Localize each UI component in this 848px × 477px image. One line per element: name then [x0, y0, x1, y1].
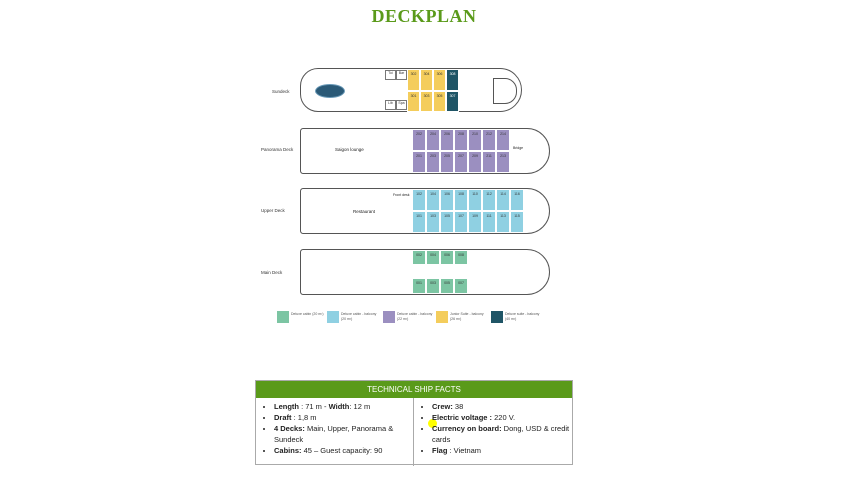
facts-right-column: Crew: 38 Electric voltage : 220 V. Curre… — [414, 401, 570, 456]
cabin-303: 303 — [420, 91, 433, 112]
fact-draft: Draft : 1,8 m — [274, 412, 413, 423]
cabin-211: 211 — [482, 151, 496, 173]
fact-crew: Crew: 38 — [432, 401, 570, 412]
cabin-113: 113 — [496, 211, 510, 233]
deck-plan: Sundeck Panorama Deck Saigon lounge Brid… — [255, 60, 575, 335]
deck-label-sundeck: Sundeck — [272, 89, 290, 94]
facts-heading: TECHNICAL SHIP FACTS — [256, 381, 572, 398]
cabin-202: 202 — [412, 129, 426, 151]
deck-label-panorama: Panorama Deck — [261, 147, 294, 152]
cabin-116: 116 — [510, 189, 524, 211]
cabin-306: 306 — [433, 69, 446, 91]
cabin-101: 101 — [412, 211, 426, 233]
cabin-109: 109 — [468, 211, 482, 233]
cabin-205: 205 — [440, 151, 454, 173]
cabin-108: 108 — [454, 189, 468, 211]
legend-label-3: Junior Suite - balcony (26 m²) — [450, 312, 484, 321]
fact-flag: Flag : Vietnam — [432, 445, 570, 456]
cabin-213: 213 — [496, 151, 510, 173]
sundeck-bow — [493, 78, 517, 104]
legend-swatch-2 — [383, 311, 395, 323]
legend-label-0: Deluxe cabin (20 m²) — [291, 312, 324, 316]
pool-icon — [315, 84, 345, 98]
cabin-103: 103 — [426, 211, 440, 233]
cabin-206: 206 — [440, 129, 454, 151]
legend-label-4: Deluxe suite - balcony (40 m²) — [505, 312, 540, 321]
facts-left-column: Length : 71 m - Width: 12 m Draft : 1,8 … — [256, 401, 413, 456]
cabin-111: 111 — [482, 211, 496, 233]
sundeck-room-spa: Spa — [396, 100, 407, 110]
cabin-107: 107 — [454, 211, 468, 233]
cabin-209: 209 — [468, 151, 482, 173]
cabin-112: 112 — [482, 189, 496, 211]
fact-length: Length : 71 m - Width: 12 m — [274, 401, 413, 412]
cabin-210: 210 — [468, 129, 482, 151]
cabin-203: 203 — [426, 151, 440, 173]
cabin-114: 114 — [496, 189, 510, 211]
sundeck-room-bar: Bar — [396, 70, 407, 80]
cabin-102: 102 — [412, 189, 426, 211]
cabin-001: 001 — [412, 278, 426, 294]
cabin-307: 307 — [446, 91, 459, 112]
cabin-208: 208 — [454, 129, 468, 151]
cabin-201: 201 — [412, 151, 426, 173]
cabin-002: 002 — [412, 250, 426, 265]
facts-divider — [413, 398, 414, 466]
cabin-003: 003 — [426, 278, 440, 294]
front-desk-label: Front desk — [393, 193, 410, 197]
cabin-004: 004 — [426, 250, 440, 265]
cabin-115: 115 — [510, 211, 524, 233]
cabin-105: 105 — [440, 211, 454, 233]
cabin-302: 302 — [407, 69, 420, 91]
cabin-214: 214 — [496, 129, 510, 151]
cabin-106: 106 — [440, 189, 454, 211]
cabin-110: 110 — [468, 189, 482, 211]
cabin-005: 005 — [440, 278, 454, 294]
legend-swatch-4 — [491, 311, 503, 323]
fact-currency: Currency on board: Dong, USD & credit ca… — [432, 423, 570, 445]
cabin-104: 104 — [426, 189, 440, 211]
legend-label-1: Deluxe cabin - balcony (20 m²) — [341, 312, 377, 321]
fact-voltage: Electric voltage : 220 V. — [432, 412, 570, 423]
fact-cabins: Cabins: 45 – Guest capacity: 90 — [274, 445, 413, 456]
legend-swatch-0 — [277, 311, 289, 323]
fact-decks: 4 Decks: Main, Upper, Panorama & Sundeck — [274, 423, 413, 445]
cabin-305: 305 — [433, 91, 446, 112]
cabin-008: 008 — [454, 250, 468, 265]
page-title: DECKPLAN — [371, 6, 477, 26]
cabin-006: 006 — [440, 250, 454, 265]
sundeck-room-toi: Toi — [385, 70, 396, 80]
cabin-304: 304 — [420, 69, 433, 91]
legend-label-2: Deluxe cabin - balcony (22 m²) — [397, 312, 433, 321]
cabin-212: 212 — [482, 129, 496, 151]
legend-swatch-3 — [436, 311, 448, 323]
technical-facts-table: TECHNICAL SHIP FACTS Length : 71 m - Wid… — [255, 380, 573, 466]
sundeck-room-lib: Lib — [385, 100, 396, 110]
cabin-007: 007 — [454, 278, 468, 294]
cabin-308: 308 — [446, 69, 459, 91]
cabin-301: 301 — [407, 91, 420, 112]
cabin-204: 204 — [426, 129, 440, 151]
saigon-lounge-label: Saigon lounge — [335, 147, 364, 152]
bridge-label: Bridge — [513, 146, 524, 150]
highlight-marker — [428, 419, 437, 428]
deck-label-main: Main Deck — [261, 270, 283, 275]
deck-label-upper: Upper Deck — [261, 208, 285, 213]
cabin-207: 207 — [454, 151, 468, 173]
legend-swatch-1 — [327, 311, 339, 323]
restaurant-label: Restaurant — [353, 209, 376, 214]
